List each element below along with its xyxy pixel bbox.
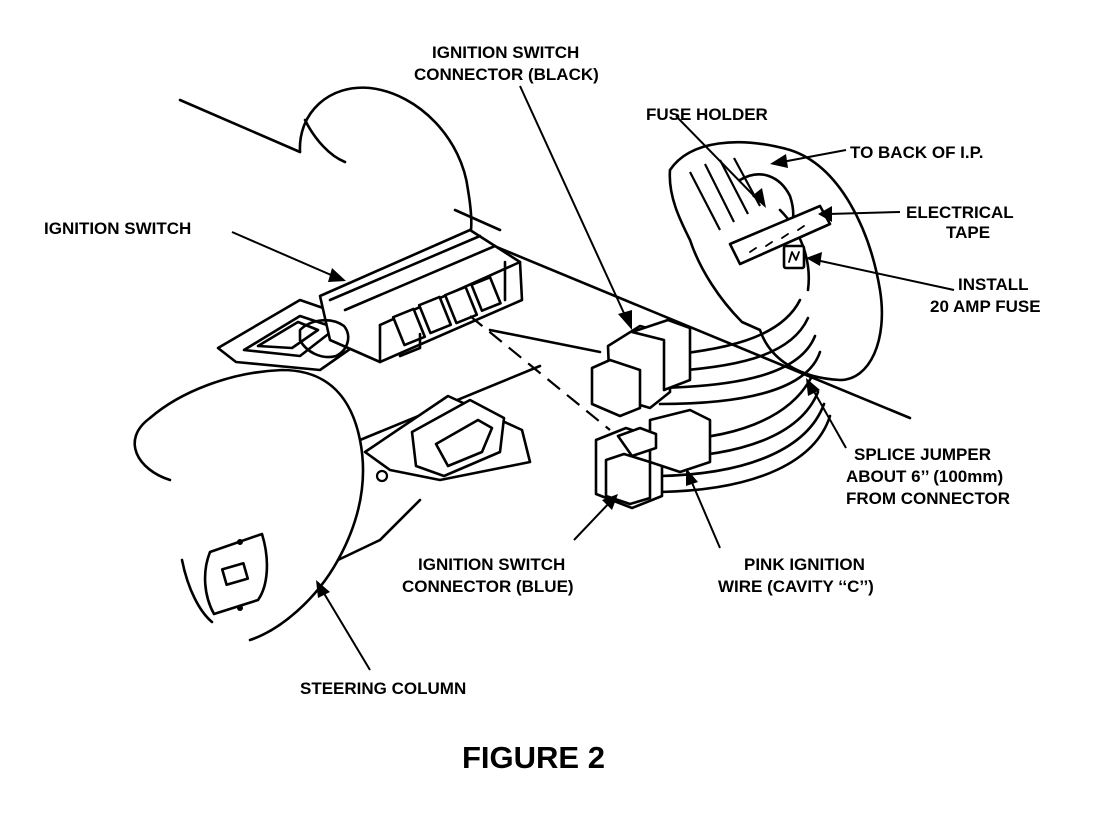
label-connector-blue-line2: CONNECTOR (BLUE) xyxy=(402,577,574,596)
label-install-fuse-line2: 20 AMP FUSE xyxy=(930,297,1041,316)
ignition-switch-body xyxy=(298,228,524,364)
callout-leaders xyxy=(231,85,955,671)
label-steering-column: STEERING COLUMN xyxy=(300,679,466,698)
label-splice-line1: SPLICE JUMPER xyxy=(854,445,991,464)
label-to-back-of-ip: TO BACK OF I.P. xyxy=(850,143,984,162)
callout-labels: IGNITION SWITCH IGNITION SWITCH CONNECTO… xyxy=(44,43,1041,775)
label-fuse-holder: FUSE HOLDER xyxy=(646,105,768,124)
black-connector xyxy=(590,318,692,418)
label-connector-blue-line1: IGNITION SWITCH xyxy=(418,555,565,574)
label-splice-line2: ABOUT 6’’ (100mm) xyxy=(846,467,1003,486)
lower-bracket xyxy=(363,394,532,483)
alignment-line xyxy=(488,328,602,354)
label-ignition-switch: IGNITION SWITCH xyxy=(44,219,191,238)
label-electrical-tape-line2: TAPE xyxy=(946,223,990,242)
label-connector-black-line1: IGNITION SWITCH xyxy=(432,43,579,62)
figure-caption: FIGURE 2 xyxy=(462,740,605,775)
label-install-fuse-line1: INSTALL xyxy=(958,275,1029,294)
blue-connector xyxy=(594,408,712,510)
label-connector-black-line2: CONNECTOR (BLACK) xyxy=(414,65,599,84)
label-pink-wire-line1: PINK IGNITION xyxy=(744,555,865,574)
fuse-holder-assembly xyxy=(668,140,884,382)
label-pink-wire-line2: WIRE (CAVITY ‘‘C’’) xyxy=(718,577,874,596)
column-lower-tube xyxy=(133,364,542,642)
alignment-dashed-line xyxy=(469,315,611,431)
label-splice-line3: FROM CONNECTOR xyxy=(846,489,1010,508)
label-electrical-tape-line1: ELECTRICAL xyxy=(906,203,1014,222)
diagram-illustration xyxy=(133,86,912,642)
